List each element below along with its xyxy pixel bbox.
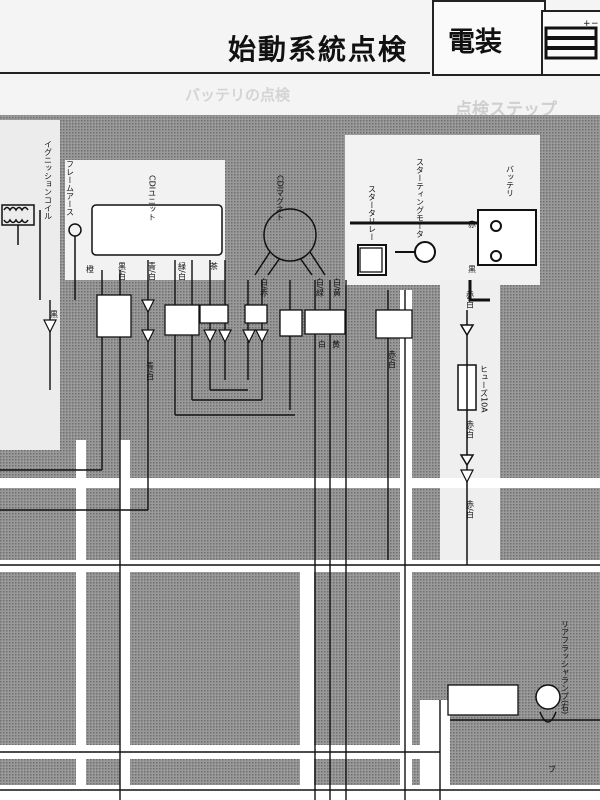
fuse — [457, 310, 477, 560]
connectors — [96, 247, 519, 716]
label-tail-lamp: リアフラッシャランプ(右) — [561, 620, 570, 714]
ignition-coil — [1, 204, 41, 300]
wire-label-red-battery: 赤 — [468, 220, 477, 228]
wire-label-yellow: 黄 — [332, 339, 341, 349]
wire-label-black-battery: 黒 — [468, 265, 477, 274]
wire-label-brown: 茶 — [210, 261, 219, 270]
cdi-magneto — [254, 208, 326, 276]
label-fuse: ヒューズ10A — [480, 365, 489, 413]
wire-label-white-yellow: 白/黄 — [333, 277, 342, 298]
tail-lamp — [535, 684, 561, 723]
wire-label-green-white: 緑/白 — [178, 261, 187, 282]
wire-label-yellow-white: 青/白 — [146, 361, 155, 382]
section-label: 電装 — [448, 27, 502, 58]
wire-label-red-white-fuse-low: 赤/白 — [466, 500, 475, 520]
label-starter-relay: スタータリレー — [368, 185, 377, 241]
starter-circuit — [350, 209, 537, 302]
label-ignition-coil: イグニッションコイル — [44, 140, 53, 220]
panel-ignition — [0, 120, 60, 450]
wire-label-white: 白 — [318, 339, 327, 349]
icon-minus: − — [591, 19, 599, 29]
section-box — [432, 0, 546, 76]
page-title: 始動系統点検 — [228, 33, 409, 66]
label-cdi-unit: CDIユニット — [148, 175, 157, 221]
label-starting-motor: スターティングモータ — [416, 158, 425, 238]
wire-label-red-white-fuse-top: 赤/白 — [466, 290, 475, 310]
wire-label-blue-white-top: 青/白 — [148, 261, 157, 282]
wire-label-white-red: 白/赤 — [260, 277, 269, 297]
cdi-unit-box — [91, 204, 223, 256]
label-cdi-magneto: CDIマグネト — [276, 175, 285, 221]
battery-polarity-icon: + − — [541, 10, 600, 76]
wire-label-orange: 橙 — [86, 264, 95, 274]
ghost-heading-left: バッテリの点検 — [185, 86, 291, 104]
label-lamp-bottom: ブ — [548, 764, 557, 773]
wire-label-red-white-relay: 赤/白 — [388, 350, 397, 370]
label-battery: バッテリ — [506, 165, 515, 197]
wire-label-black-left: 黒 — [50, 310, 59, 319]
wire-label-white-green: 白/緑 — [316, 277, 325, 297]
wire-label-black-white-top: 黒/白 — [118, 262, 127, 282]
title-underline — [0, 72, 430, 74]
icon-plus: + — [583, 19, 591, 29]
diode-markers — [43, 299, 474, 484]
label-frame-earth: フレームアース — [66, 160, 75, 216]
frame-earth — [68, 223, 82, 300]
wire-label-red-white-fuse-mid: 赤/白 — [466, 420, 475, 440]
